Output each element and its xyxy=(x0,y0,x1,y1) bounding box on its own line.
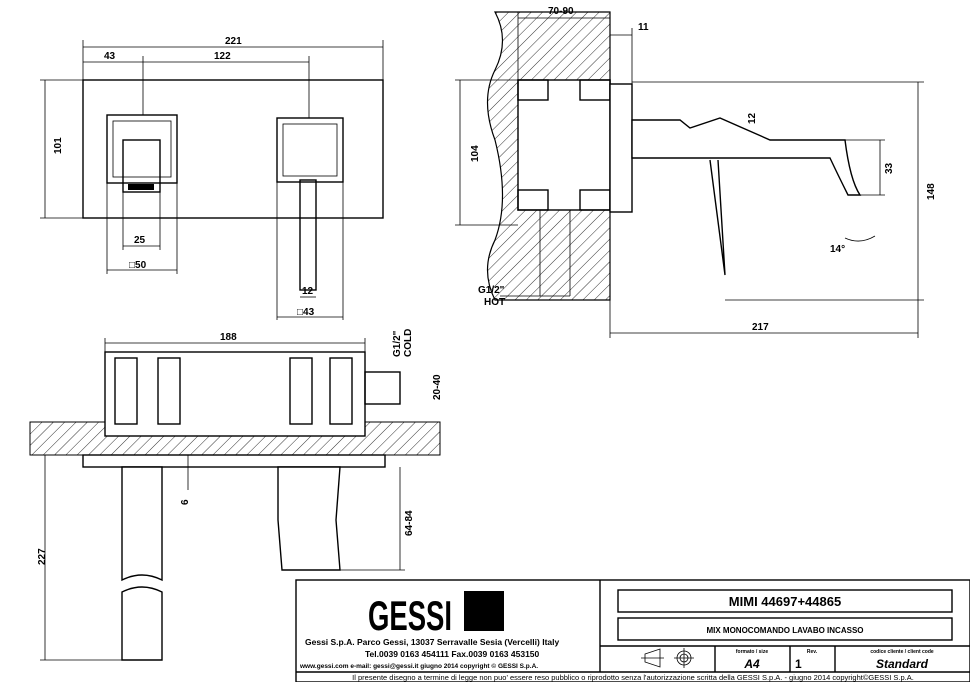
company-web: www.gessi.com e-mail: gessi@gessi.it giu… xyxy=(299,662,538,670)
dim-122: 122 xyxy=(214,51,231,62)
client-code-label: codice cliente / client code xyxy=(870,649,934,655)
svg-text:GESSI: GESSI xyxy=(368,592,452,639)
company-contacts: Tel.0039 0163 454111 Fax.0039 0163 45315… xyxy=(365,649,540,659)
dim-33: 33 xyxy=(884,162,895,174)
dim-43: 43 xyxy=(104,51,116,62)
company-address: Gessi S.p.A. Parco Gessi, 13037 Serraval… xyxy=(305,637,559,647)
dim-square-50: □50 xyxy=(129,260,147,271)
title-block: GESSI Gessi S.p.A. Parco Gessi, 13037 Se… xyxy=(295,579,970,682)
dim-angle-14: 14° xyxy=(830,244,845,255)
disclaimer: Il presente disegno a termine di legge n… xyxy=(352,673,914,682)
format-value: A4 xyxy=(743,657,760,671)
dim-11: 11 xyxy=(638,22,649,33)
rev-label: Rev. xyxy=(807,649,818,655)
dim-6: 6 xyxy=(180,499,191,505)
dim-104: 104 xyxy=(470,145,481,162)
client-code-value: Standard xyxy=(876,657,929,671)
dim-148: 148 xyxy=(926,183,937,200)
inlet-hot-size: G1/2" xyxy=(478,285,505,296)
top-view: 188 G1/2" COLD 20-40 6 64-84 227 xyxy=(29,329,443,661)
product-description: MIX MONOCOMANDO LAVABO INCASSO xyxy=(706,626,863,635)
dim-25: 25 xyxy=(134,235,146,246)
side-view: 70-90 11 104 12 33 148 14° G1/2" HOT 217 xyxy=(455,6,937,338)
dim-188: 188 xyxy=(220,332,237,343)
inlet-hot-label: HOT xyxy=(484,297,505,308)
dim-70-90: 70-90 xyxy=(548,6,574,17)
gessi-logo: GESSI xyxy=(368,591,504,639)
dim-square-43: □43 xyxy=(297,307,315,318)
dim-12-spout: 12 xyxy=(747,112,758,124)
product-name: MIMI 44697+44865 xyxy=(729,594,841,609)
front-view: 221 43 122 101 25 □50 12 □43 xyxy=(40,36,384,320)
format-label: formato / size xyxy=(736,649,768,655)
rev-value: 1 xyxy=(795,657,802,671)
dim-217: 217 xyxy=(752,322,769,333)
dim-20-40: 20-40 xyxy=(432,374,443,400)
dim-12: 12 xyxy=(302,286,314,297)
projection-symbol-icon xyxy=(641,648,694,668)
dim-221: 221 xyxy=(225,36,242,47)
dim-64-84: 64-84 xyxy=(404,510,415,536)
dim-227: 227 xyxy=(37,548,48,565)
dim-101: 101 xyxy=(53,137,64,154)
inlet-cold-size: G1/2" xyxy=(392,330,403,357)
inlet-cold-label: COLD xyxy=(403,329,414,357)
